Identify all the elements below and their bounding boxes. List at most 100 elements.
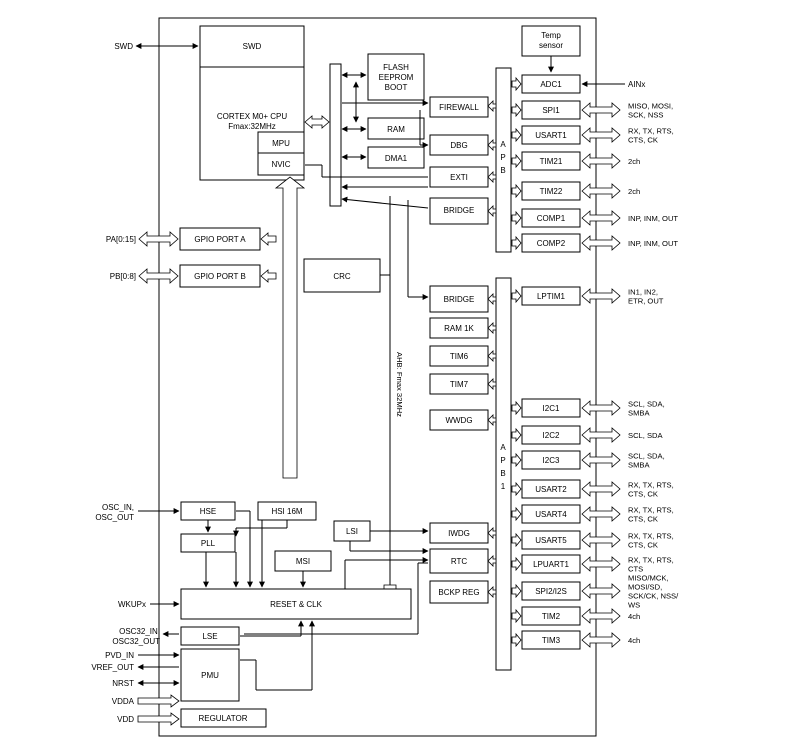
peripheral-label: USART4 [535,510,567,519]
peripheral-signals: 2ch [628,187,640,196]
peripheral-label: TIM21 [540,157,563,166]
svg-text:WWDG: WWDG [445,416,472,425]
io-arrow [581,608,621,624]
svg-text:sensor: sensor [539,41,563,50]
io-arrow [581,632,621,648]
peripheral-signals: RX, TX, RTS, [628,127,674,136]
pin-swd: SWD [114,42,133,51]
peripheral-signals: SCK/CK, NSS/ [628,592,679,601]
io-arrow [581,532,621,548]
svg-text:IWDG: IWDG [448,529,470,538]
peripheral-signals: SCL, SDA [628,431,664,440]
svg-text:TIM7: TIM7 [450,380,469,389]
io-arrow [581,556,621,572]
bus-matrix [329,63,342,207]
bridge-apb2 [429,197,489,225]
peripheral-signals: RX, TX, RTS, [628,556,674,565]
firewall-block [429,96,489,118]
peripheral-signals: CTS, CK [628,136,658,145]
svg-text:RESET & CLK: RESET & CLK [270,600,323,609]
peripheral-signals: 2ch [628,157,640,166]
svg-text:CRC: CRC [333,272,351,281]
svg-text:BRIDGE: BRIDGE [444,295,475,304]
pin-pvd-in: PVD_IN [105,651,134,660]
svg-text:RAM: RAM [387,125,405,134]
io-arrow [581,481,621,497]
io-arrow [581,288,621,304]
swd-block-label: SWD [243,42,262,51]
pin-pa: PA[0:15] [106,235,136,244]
lse-block [180,626,240,646]
svg-text:P: P [500,456,505,465]
svg-text:BCKP REG: BCKP REG [438,588,479,597]
svg-text:GPIO PORT A: GPIO PORT A [194,235,246,244]
peripheral-label: LPUART1 [533,560,569,569]
pin-vdd: VDD [117,715,134,724]
svg-text:DBG: DBG [450,141,467,150]
io-arrow [581,583,621,599]
peripheral-signals: INP, INM, OUT [628,239,678,248]
peripheral-label: COMP1 [537,214,566,223]
peripheral-signals: ETR, OUT [628,297,664,306]
temp-sensor-block [521,25,581,57]
apb2-bus [495,67,512,253]
svg-text:GPIO PORT B: GPIO PORT B [194,272,246,281]
ahb-label: AHB: Fmax 32MHz [395,352,404,417]
pin-osc32-out: OSC32_OUT [112,637,160,646]
svg-text:DMA1: DMA1 [385,154,408,163]
peripheral-signals: MOSI/SD, [628,583,662,592]
pin-vref-out: VREF_OUT [91,663,134,672]
peripheral-label: ADC1 [540,80,562,89]
crc-block [303,258,381,293]
apb1-bus [495,277,512,671]
io-arrow [581,400,621,416]
peripheral-signals: CTS, CK [628,541,658,550]
io-arrow [581,127,621,143]
pin-nrst: NRST [112,679,134,688]
io-arrow [581,427,621,443]
peripheral-label: TIM22 [540,187,563,196]
regulator-block [180,708,267,728]
peripheral-signals: 4ch [628,612,640,621]
svg-text:MSI: MSI [296,557,310,566]
peripheral-label: SPI2/I2S [535,587,567,596]
peripheral-label: TIM3 [542,636,561,645]
svg-text:FIREWALL: FIREWALL [439,103,479,112]
gpio-port-a [179,227,261,251]
peripheral-signals: MISO/MCK, [628,574,669,583]
peripheral-label: SPI1 [542,106,560,115]
peripheral-tim21: TIM21 2ch [511,151,640,171]
pin-pb: PB[0:8] [110,272,136,281]
peripheral-signals: CTS, CK [628,490,658,499]
peripheral-tim22: TIM22 2ch [511,181,640,201]
svg-text:RTC: RTC [451,557,468,566]
io-arrow [581,452,621,468]
svg-text:TIM6: TIM6 [450,352,469,361]
nvic-label: NVIC [271,160,290,169]
nvic-bus [274,176,306,479]
peripheral-signals: CTS [628,565,643,574]
svg-text:LSI: LSI [346,527,358,536]
peripheral-signals: SCL, SDA, [628,452,665,461]
svg-text:FLASH: FLASH [383,63,409,72]
svg-text:B: B [500,166,505,175]
bridge-apb1 [429,285,489,313]
peripheral-signals: RX, TX, RTS, [628,506,674,515]
svg-text:B: B [500,469,505,478]
peripheral-signals: MISO, MOSI, [628,102,673,111]
reset-clk-block [180,588,412,620]
svg-text:EEPROM: EEPROM [379,73,414,82]
svg-text:P: P [500,153,505,162]
svg-text:A: A [500,140,506,149]
